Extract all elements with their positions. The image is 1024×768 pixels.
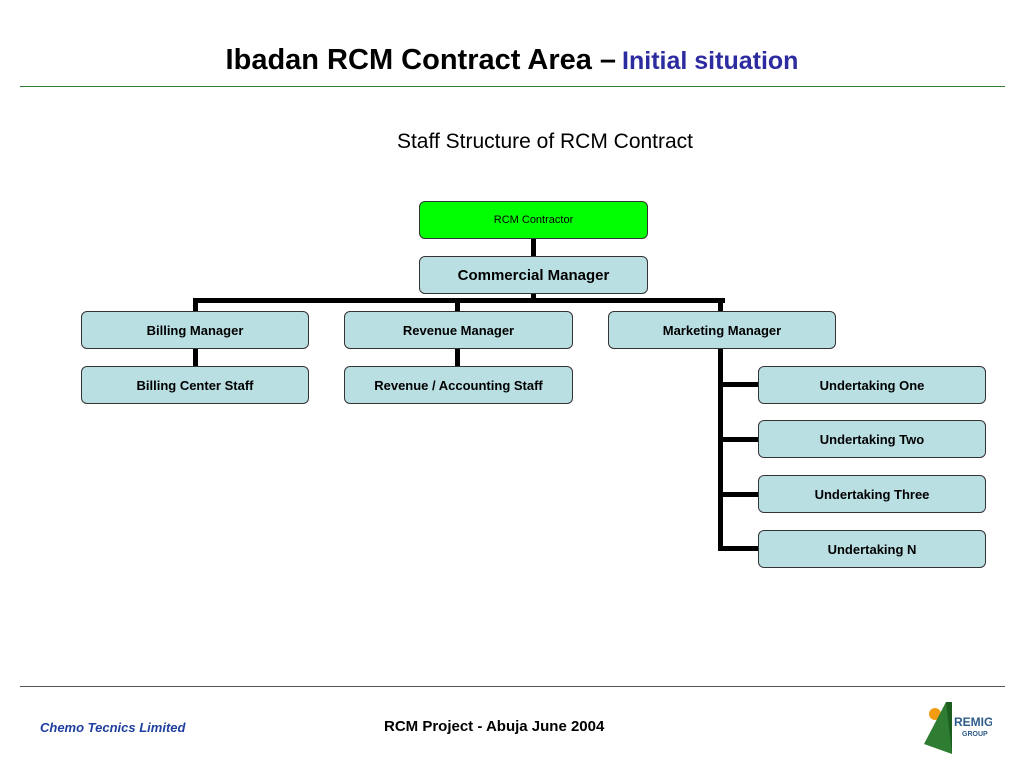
node-undertaking-two: Undertaking Two [758, 420, 986, 458]
node-commercial-manager: Commercial Manager [419, 256, 648, 294]
connector-undertaking-three [718, 492, 759, 497]
connector-undertaking-n [718, 546, 759, 551]
connector-marketing-drop [718, 298, 723, 311]
connector-commercial-down [531, 292, 536, 302]
footer-project: RCM Project - Abuja June 2004 [384, 718, 605, 735]
connector-revenue-staff [455, 348, 460, 366]
node-rcm-contractor: RCM Contractor [419, 201, 648, 239]
connector-marketing-vertical [718, 348, 723, 551]
node-undertaking-n: Undertaking N [758, 530, 986, 568]
connector-undertaking-one [718, 382, 759, 387]
node-revenue-manager: Revenue Manager [344, 311, 573, 349]
logo-text: REMIG [954, 715, 992, 729]
header-divider [20, 86, 1005, 87]
chart-subtitle: Staff Structure of RCM Contract [396, 130, 694, 153]
connector-undertaking-two [718, 437, 759, 442]
node-revenue-accounting-staff: Revenue / Accounting Staff [344, 366, 573, 404]
node-marketing-manager: Marketing Manager [608, 311, 836, 349]
footer-company: Chemo Tecnics Limited [40, 720, 186, 735]
node-undertaking-one: Undertaking One [758, 366, 986, 404]
connector-billing-staff [193, 348, 198, 366]
node-billing-center-staff: Billing Center Staff [81, 366, 309, 404]
connector-revenue-drop [455, 298, 460, 311]
connector-billing-drop [193, 298, 198, 311]
footer-divider [20, 686, 1005, 687]
remig-logo-icon: REMIG GROUP [924, 702, 993, 754]
page-title: Ibadan RCM Contract Area –Initial situat… [0, 40, 1024, 85]
connector-root-commercial [531, 238, 536, 256]
logo-subtext: GROUP [962, 731, 988, 738]
title-main: Ibadan RCM Contract Area – [225, 44, 617, 76]
node-undertaking-three: Undertaking Three [758, 475, 986, 513]
node-billing-manager: Billing Manager [81, 311, 309, 349]
remig-logo: REMIG GROUP [922, 700, 993, 756]
title-sub: Initial situation [622, 47, 799, 75]
